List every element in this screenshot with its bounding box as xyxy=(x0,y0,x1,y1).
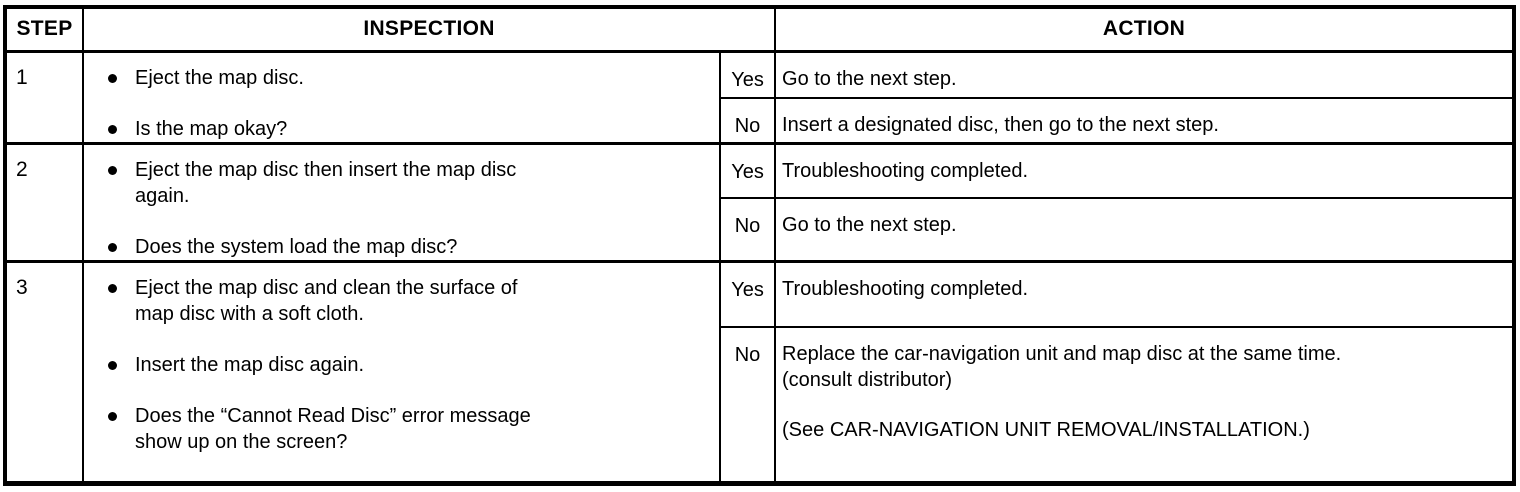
inspection-cell: Eject the map disc then insert the map d… xyxy=(82,141,721,262)
yes-label: Yes xyxy=(718,259,777,328)
list-item: Eject the map disc then insert the map d… xyxy=(96,157,705,209)
action-cell: Go to the next step. xyxy=(774,196,1516,263)
inspection-text: Does the “Cannot Read Disc” error messag… xyxy=(135,404,531,427)
bullet-icon xyxy=(108,411,117,421)
list-item: Eject the map disc and clean the surface… xyxy=(96,275,705,327)
action-text: Go to the next step. xyxy=(782,213,957,236)
no-label: No xyxy=(718,326,777,484)
table-row-step2-yes: 2 Eject the map disc then insert the map… xyxy=(4,141,1516,262)
header-row: STEP INSPECTION ACTION xyxy=(4,6,1516,53)
table-row-step1-no: No Insert a designated disc, then go to … xyxy=(5,97,1516,144)
action-text: Go to the next step. xyxy=(782,67,957,90)
no-label: No xyxy=(718,97,777,144)
list-item: Does the system load the map disc? xyxy=(96,234,705,260)
table-row-step2-no: No Go to the next step. xyxy=(5,196,1516,263)
inspection-text: again. xyxy=(135,184,190,207)
list-item: Does the “Cannot Read Disc” error messag… xyxy=(96,403,705,455)
table-row-step1-yes: 1 Eject the map disc. Is the map okay? Y… xyxy=(4,49,1516,144)
inspection-text: Eject the map disc. xyxy=(135,66,304,89)
inspection-text: show up on the screen? xyxy=(135,430,348,453)
inspection-cell: Eject the map disc. Is the map okay? xyxy=(82,49,721,144)
yes-label: Yes xyxy=(718,49,777,99)
troubleshooting-page: STEP INSPECTION ACTION 1 Eject the map d… xyxy=(3,5,1517,486)
troubleshooting-table: STEP INSPECTION ACTION 1 Eject the map d… xyxy=(3,5,1517,486)
step-number: 1 xyxy=(4,49,84,144)
action-text: Troubleshooting completed. xyxy=(782,159,1029,182)
yes-label: Yes xyxy=(718,141,777,199)
action-cell: Replace the car-navigation unit and map … xyxy=(774,326,1516,484)
inspection-text: Is the map okay? xyxy=(135,117,288,140)
action-cell: Troubleshooting completed. xyxy=(774,259,1516,328)
list-item: Insert the map disc again. xyxy=(96,352,705,378)
inspection-text: map disc with a soft cloth. xyxy=(135,302,364,325)
header-inspection: INSPECTION xyxy=(81,6,777,53)
action-text: Insert a designated disc, then go to the… xyxy=(782,114,1219,136)
action-text: Replace the car-navigation unit and map … xyxy=(782,343,1342,365)
action-cell: Insert a designated disc, then go to the… xyxy=(774,97,1516,144)
inspection-text: Eject the map disc then insert the map d… xyxy=(135,158,517,181)
table-row-step3-yes: 3 Eject the map disc and clean the surfa… xyxy=(4,259,1516,484)
bullet-icon xyxy=(108,165,117,175)
action-text: (consult distributor) xyxy=(782,369,953,391)
bullet-icon xyxy=(108,360,117,370)
bullet-icon xyxy=(108,124,117,134)
action-cell: Troubleshooting completed. xyxy=(774,141,1516,199)
inspection-cell: Eject the map disc and clean the surface… xyxy=(82,259,721,484)
bullet-icon xyxy=(108,242,117,252)
table-row-step3-no: No Replace the car-navigation unit and m… xyxy=(5,326,1516,484)
header-action: ACTION xyxy=(774,6,1516,53)
action-cell: Go to the next step. xyxy=(774,49,1516,99)
inspection-text: Does the system load the map disc? xyxy=(135,235,458,258)
step-number: 2 xyxy=(4,141,84,262)
header-step: STEP xyxy=(4,6,84,53)
action-text: Troubleshooting completed. xyxy=(782,277,1029,300)
inspection-text: Eject the map disc and clean the surface… xyxy=(135,276,518,299)
no-label: No xyxy=(718,196,777,263)
list-item: Eject the map disc. xyxy=(96,65,705,91)
bullet-icon xyxy=(108,283,117,293)
list-item: Is the map okay? xyxy=(96,116,705,142)
inspection-text: Insert the map disc again. xyxy=(135,353,365,376)
action-text: (See CAR-NAVIGATION UNIT REMOVAL/INSTALL… xyxy=(782,419,1310,441)
step-number: 3 xyxy=(4,259,84,484)
bullet-icon xyxy=(108,73,117,83)
